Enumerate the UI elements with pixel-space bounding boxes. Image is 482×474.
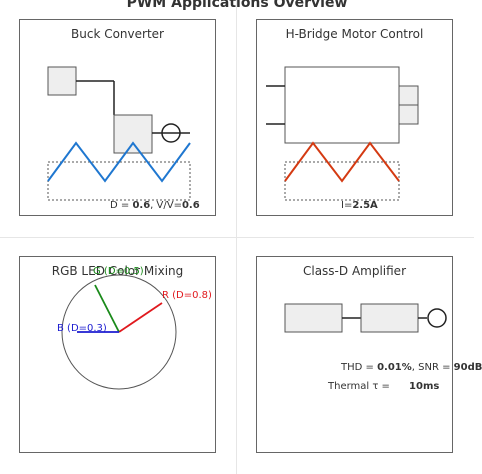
motor-block — [284, 66, 400, 144]
h-bridge-diagram — [266, 66, 419, 201]
class-d-title: Class-D Amplifier — [302, 264, 406, 278]
h-bridge-title: H-Bridge Motor Control — [285, 27, 424, 41]
pwm-window — [47, 161, 191, 201]
pwm-waveform — [47, 141, 191, 183]
duty-cycle-caption: D = 0.6, V/V=0.6 — [110, 200, 200, 211]
inductor-block — [113, 114, 153, 154]
buck-converter-title: Buck Converter — [71, 27, 164, 41]
output-stage-block — [360, 303, 419, 333]
color-wheel — [61, 274, 177, 390]
rgb-mixing-diagram — [61, 274, 177, 390]
thd-snr-caption: THD = 0.01%, SNR = 90dB — [341, 362, 482, 373]
pwm-waveform — [284, 141, 400, 183]
switch-block — [47, 66, 77, 96]
class-d-diagram — [284, 303, 447, 333]
green-duty-ray — [94, 284, 120, 333]
thermal-caption: Thermal τ = 10ms — [328, 381, 440, 392]
terminal-block-top — [398, 85, 419, 106]
blue-duty-label: B (D=0.3) — [57, 323, 107, 334]
green-duty-label: G (D=0.5) — [93, 266, 144, 277]
buck-converter-panel: Buck Converter D = 0.6, V/V=0.6 — [19, 19, 216, 216]
page-title: PWM Applications Overview — [126, 0, 348, 11]
rgb-mixing-title: RGB LED Color Mixing — [51, 264, 184, 278]
terminal-block-bottom — [398, 104, 419, 125]
red-duty-label: R (D=0.8) — [162, 290, 212, 301]
buck-converter-diagram — [47, 66, 191, 201]
current-caption: I=2.5A — [341, 200, 378, 211]
speaker-icon — [427, 308, 447, 328]
class-d-panel: Class-D Amplifier THD = 0.01%, SNR = 90d… — [256, 256, 482, 453]
red-duty-ray — [118, 302, 163, 333]
rgb-mixing-panel: RGB LED Color Mixing R (D=0.8) G (D=0.5)… — [19, 256, 216, 453]
load-icon — [161, 123, 181, 143]
h-bridge-panel: H-Bridge Motor Control I=2.5A — [256, 19, 453, 216]
modulator-block — [284, 303, 343, 333]
horizontal-divider — [0, 237, 474, 238]
